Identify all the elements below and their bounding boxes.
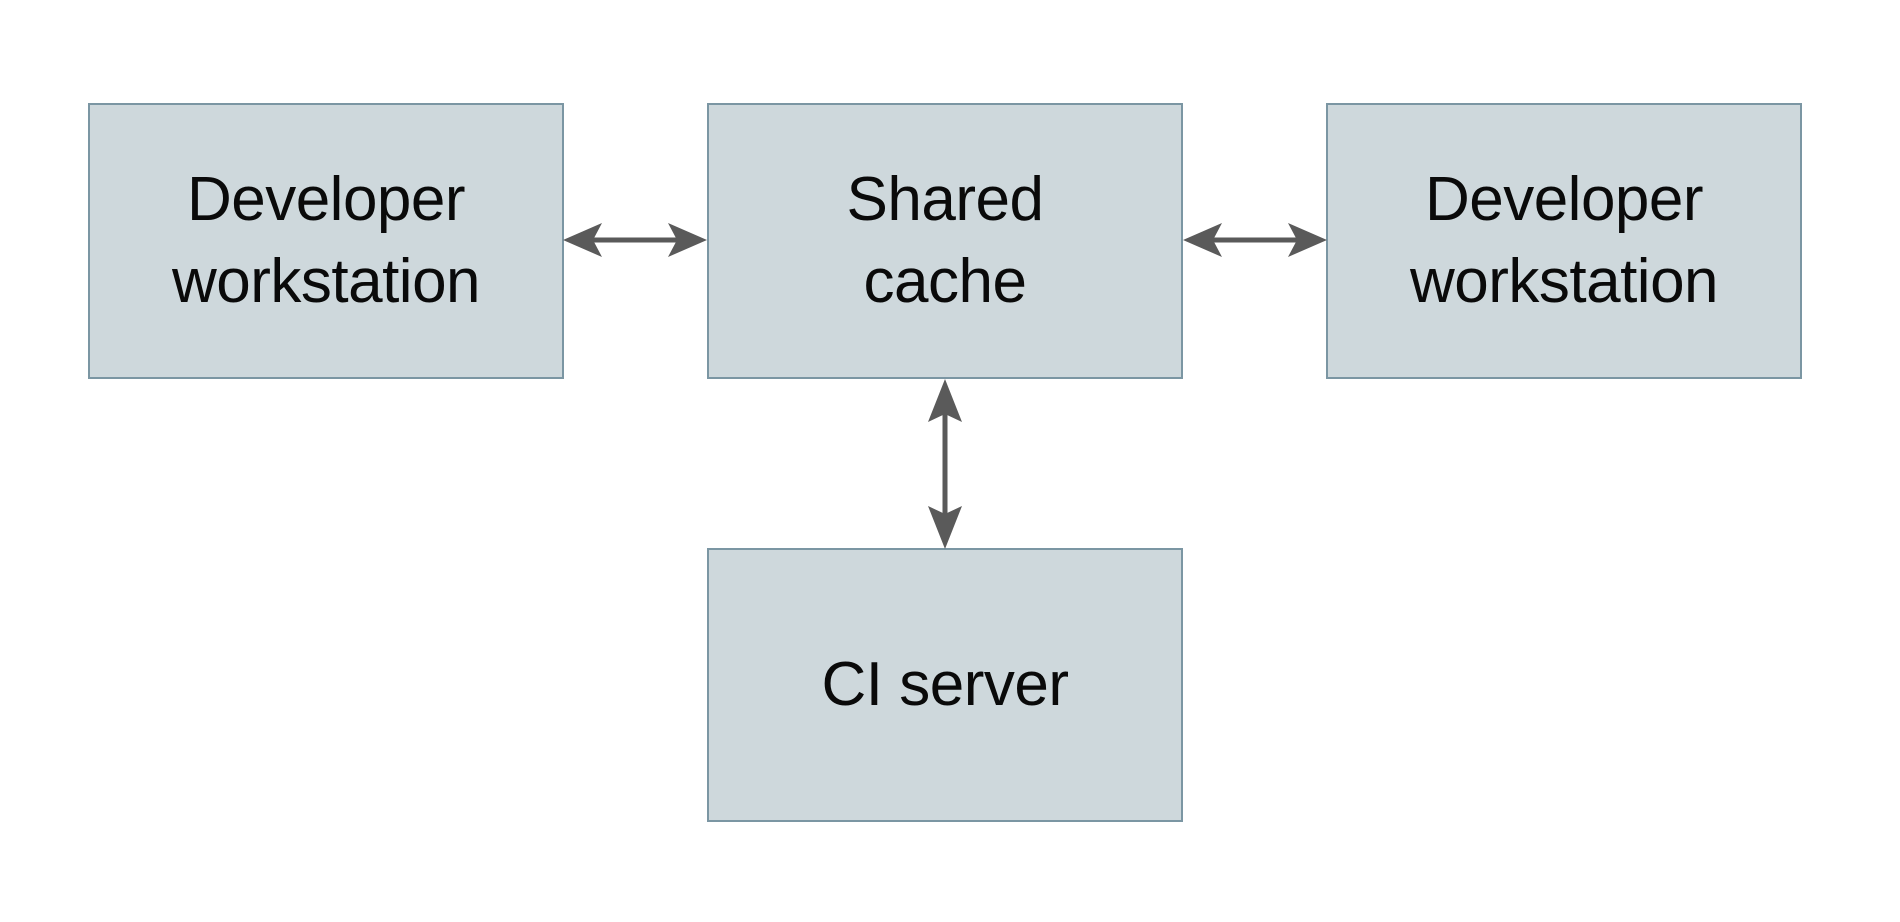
double-arrow-icon (1183, 223, 1327, 257)
double-arrow-icon (563, 223, 707, 257)
node-label: CI server (821, 650, 1069, 720)
node-label: Developer workstation (171, 165, 481, 316)
edge-shared-cache-to-developer-workstation-right[interactable] (1180, 208, 1330, 272)
node-label: Developer workstation (1409, 165, 1719, 316)
node-ci-server[interactable]: CI server (707, 548, 1183, 822)
edge-shared-cache-to-ci-server[interactable] (913, 376, 977, 552)
double-arrow-icon (928, 379, 962, 549)
edge-developer-workstation-left-to-shared-cache[interactable] (560, 208, 710, 272)
node-shared-cache[interactable]: Shared cache (707, 103, 1183, 379)
node-label: Shared cache (846, 165, 1044, 316)
node-developer-workstation-right[interactable]: Developer workstation (1326, 103, 1802, 379)
node-developer-workstation-left[interactable]: Developer workstation (88, 103, 564, 379)
